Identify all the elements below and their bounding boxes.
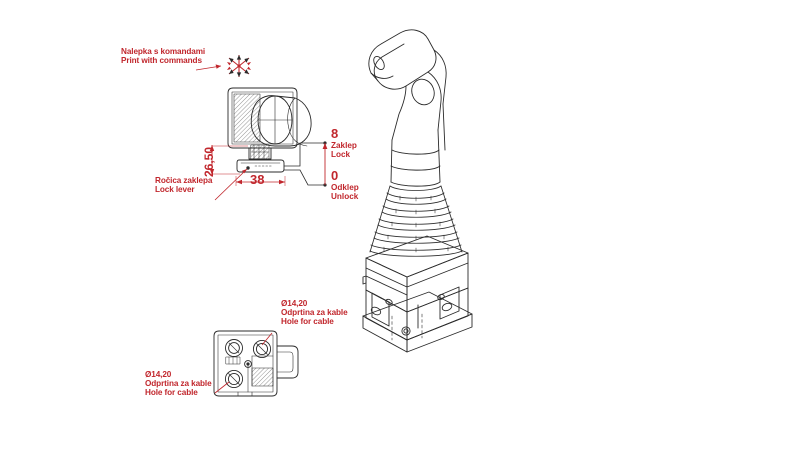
lock-position-line1: Zaklep xyxy=(331,141,357,150)
dimension-lines xyxy=(195,64,286,201)
lock-lever-callout-line2: Lock lever xyxy=(155,185,195,195)
cable-hole-lower-line2: Hole for cable xyxy=(145,388,198,398)
sticker-callout-line1: Nalepka s komandami xyxy=(121,47,206,56)
dimension-width-label: 38 xyxy=(250,172,265,187)
cable-hole-upper-line1: Odprtina za kable xyxy=(281,308,348,318)
lock-lever-callout-line1: Ročica zaklepa xyxy=(155,176,213,185)
lock-position-callout: 8 Zaklep Lock xyxy=(331,126,357,159)
joystick-main-view xyxy=(362,29,473,353)
cable-hole-upper-line2: Hole for cable xyxy=(281,317,334,327)
lock-position-value: 8 xyxy=(331,126,339,141)
unlock-position-callout: 0 Odklep Unlock xyxy=(331,168,359,201)
cable-hole-lower-line1: Odprtina za kable xyxy=(145,379,212,389)
lock-position-schematic xyxy=(284,141,328,187)
directional-arrows-icon xyxy=(227,55,251,77)
unlock-position-value: 0 xyxy=(331,168,339,183)
cable-hole-upper-callout: Ø14,20 Odprtina za kable Hole for cable xyxy=(281,299,348,327)
sticker-callout-line2: Print with commands xyxy=(121,56,202,66)
lock-head-detail-view xyxy=(227,87,312,173)
lock-lever-callout: Ročica zaklepa Lock lever xyxy=(155,176,212,194)
cable-hole-upper-circle xyxy=(252,339,272,359)
cable-hole-upper-value: Ø14,20 xyxy=(281,299,308,308)
unlock-position-line1: Odklep xyxy=(331,183,359,192)
cable-hole-leaders xyxy=(214,332,273,394)
cable-hole-lower-value: Ø14,20 xyxy=(145,370,172,379)
cable-hole-lower-callout: Ø14,20 Odprtina za kable Hole for cable xyxy=(145,370,212,398)
sticker-callout: Nalepka s komandami Print with commands xyxy=(121,47,205,65)
unlock-position-line2: Unlock xyxy=(331,192,359,202)
lock-position-line2: Lock xyxy=(331,150,351,160)
cable-hole-lower-circle xyxy=(224,369,244,389)
base-end-view xyxy=(213,330,299,397)
dimension-height-label: 26,50 xyxy=(202,146,216,177)
